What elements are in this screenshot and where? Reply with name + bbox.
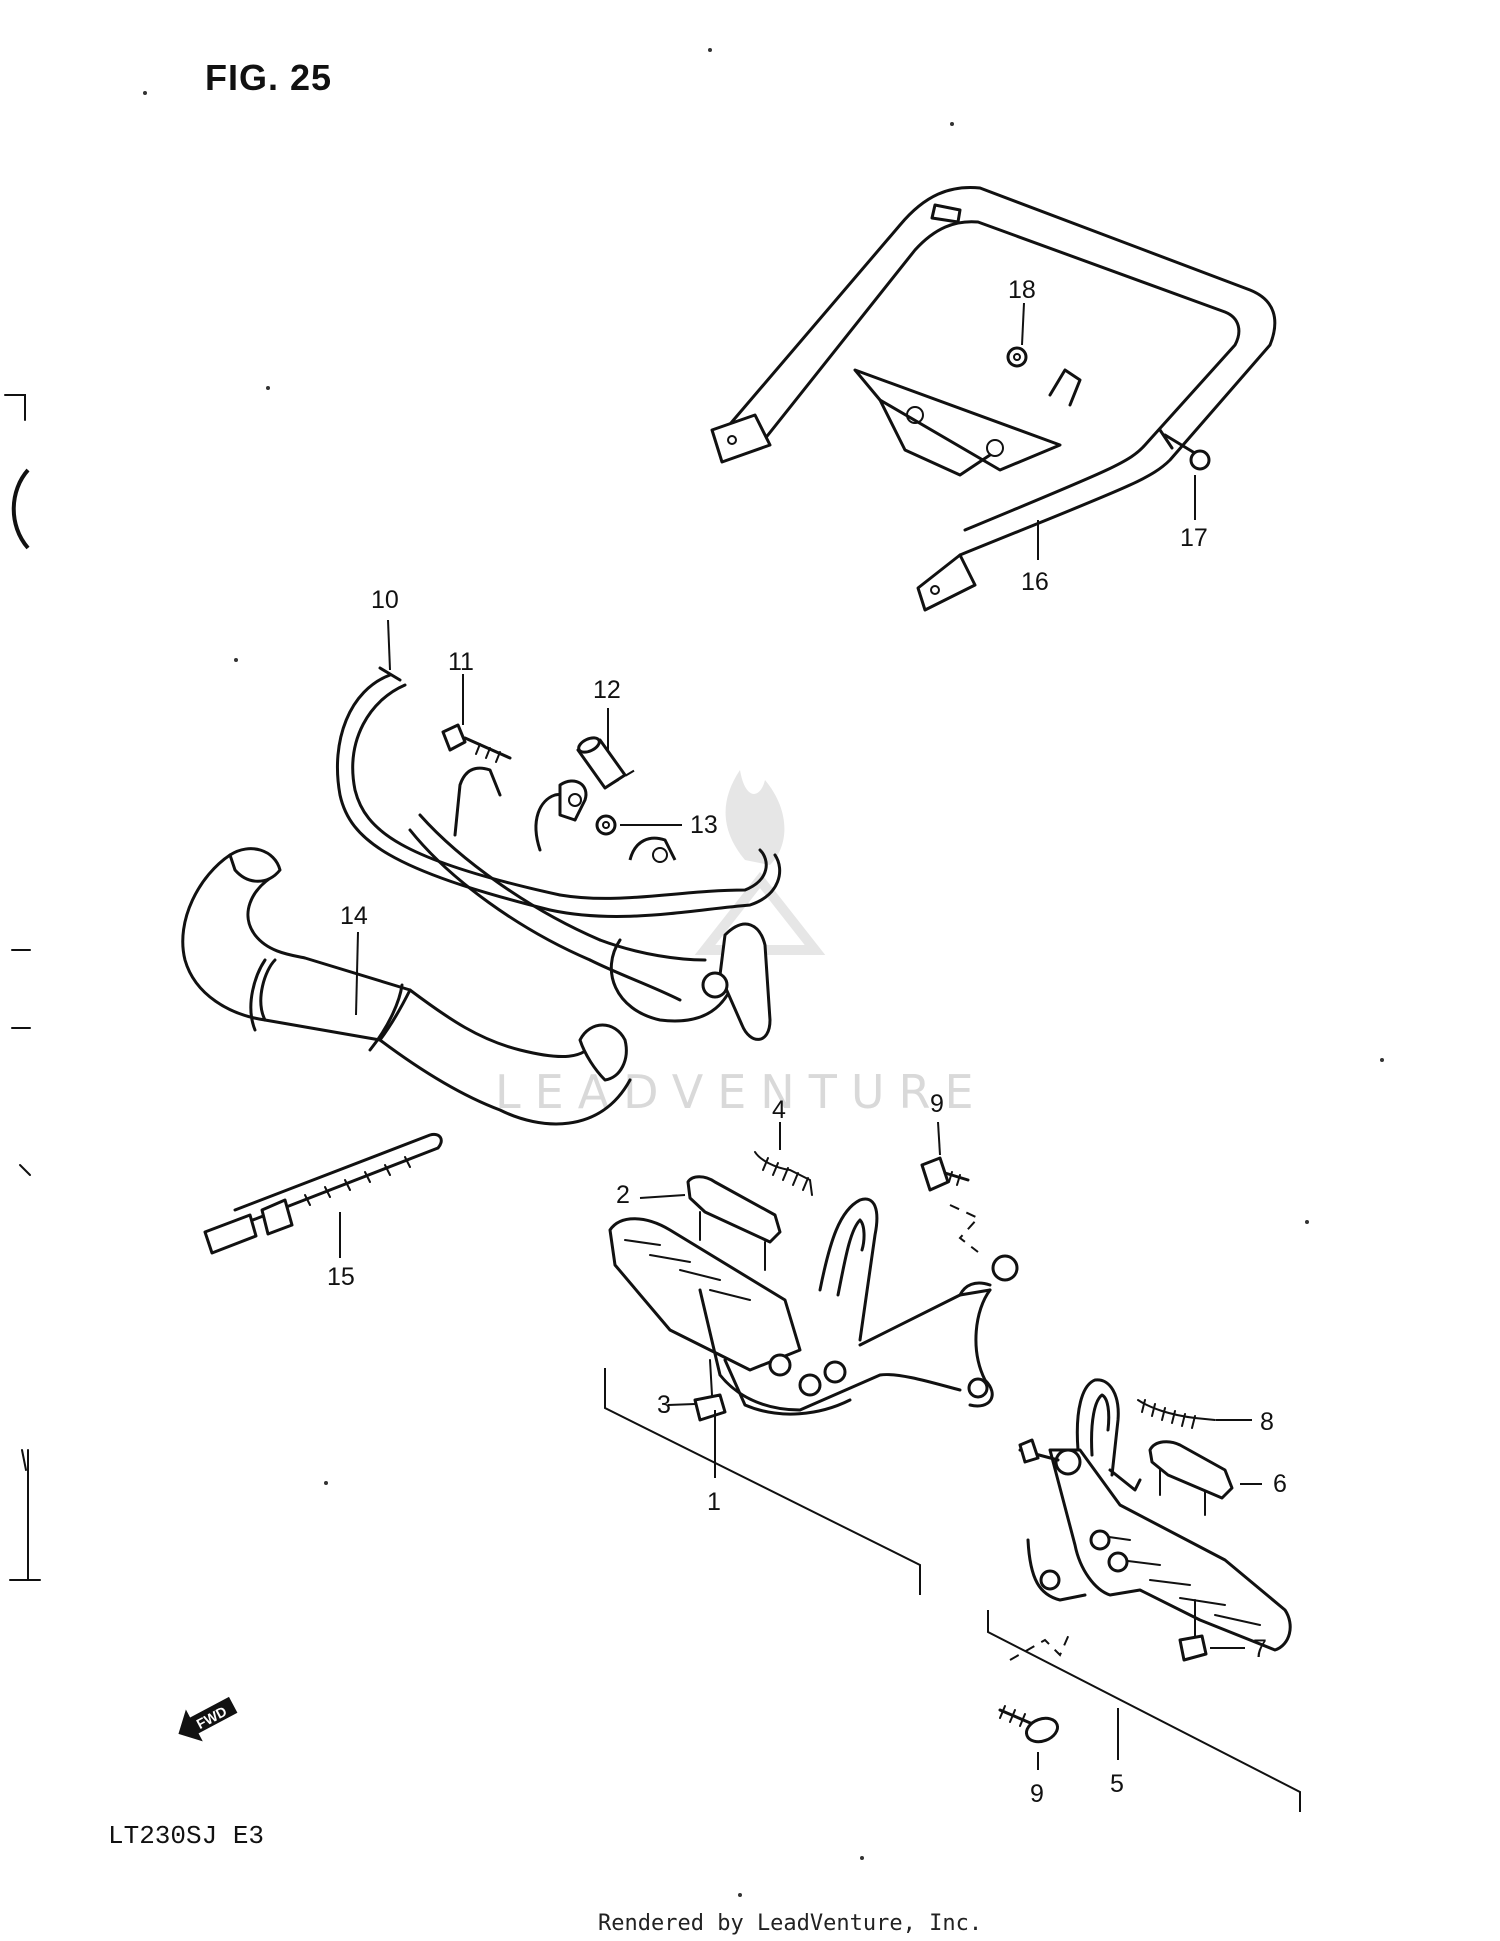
rubber-6	[1148, 1440, 1234, 1516]
callout-12: 12	[593, 676, 621, 704]
model-code: LT230SJ E3	[108, 1821, 264, 1851]
cable-tie	[203, 1132, 443, 1255]
spring-4	[754, 1151, 813, 1196]
figure-title: FIG. 25	[205, 57, 332, 98]
callouts: 1 2 3 4 5 6 7 8 9 9 10 11 12 13 14 15 16…	[327, 276, 1287, 1808]
callout-4: 4	[772, 1096, 786, 1124]
callout-1: 1	[707, 1488, 721, 1516]
callout-18: 18	[1008, 276, 1036, 304]
guard-cover	[181, 847, 632, 1126]
rubber-2	[686, 1175, 782, 1271]
bolt-9-upper	[920, 1156, 970, 1192]
nut-18	[1006, 346, 1028, 368]
callout-9-upper: 9	[930, 1090, 944, 1118]
rear-carrier	[710, 185, 1277, 612]
callout-10: 10	[371, 586, 399, 614]
fwd-arrow-icon: FWD	[178, 1696, 238, 1742]
nut-3	[693, 1359, 727, 1422]
watermark-text: LEADVENTURE	[495, 1065, 988, 1119]
scan-dots	[143, 48, 1384, 1897]
callout-6: 6	[1273, 1470, 1287, 1498]
footrest-left	[608, 1197, 1019, 1416]
front-guard	[335, 666, 782, 1041]
callout-13: 13	[690, 811, 718, 839]
leader-lines	[339, 302, 1262, 1770]
nut-13	[595, 814, 617, 836]
callout-15: 15	[327, 1263, 355, 1291]
callout-17: 17	[1180, 524, 1208, 552]
callout-2: 2	[616, 1181, 630, 1209]
bolt-9-lower	[998, 1631, 1071, 1744]
scan-margin-marks	[4, 394, 41, 1581]
bolt-17	[1158, 428, 1211, 471]
callout-9-lower: 9	[1030, 1780, 1044, 1808]
callout-8: 8	[1260, 1408, 1274, 1436]
watermark: LEADVENTURE	[495, 770, 988, 1119]
footrest-right	[1018, 1378, 1292, 1652]
render-credit: Rendered by LeadVenture, Inc.	[598, 1911, 982, 1936]
assembly-5-bracket	[987, 1610, 1301, 1812]
nut-7	[1178, 1599, 1208, 1662]
callout-5: 5	[1110, 1770, 1124, 1798]
callout-11: 11	[448, 648, 474, 676]
callout-3: 3	[657, 1391, 671, 1419]
callout-16: 16	[1021, 568, 1049, 596]
assembly-1-bracket	[604, 1368, 921, 1595]
callout-14: 14	[340, 902, 368, 930]
callout-7: 7	[1253, 1635, 1267, 1663]
spring-8	[1137, 1399, 1216, 1429]
bolt-11	[441, 723, 512, 763]
collar-12	[576, 736, 636, 790]
